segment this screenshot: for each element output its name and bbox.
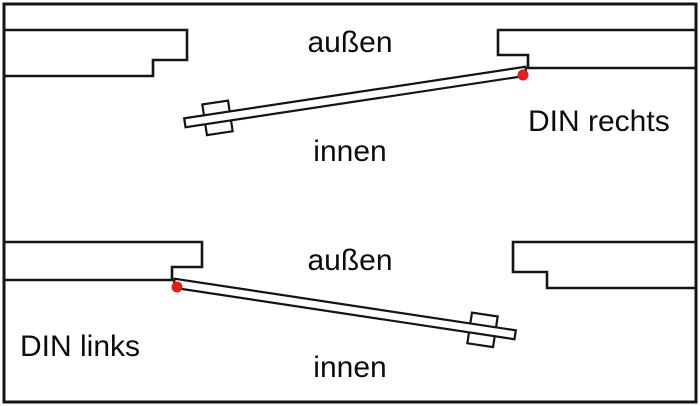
din-rechts-section — [5, 28, 695, 137]
door-leaf — [172, 277, 518, 349]
wall-right — [496, 28, 695, 70]
inside-label-bottom: innen — [313, 351, 386, 384]
inside-label-top: innen — [313, 135, 386, 168]
door-leaf — [182, 65, 528, 137]
din-links-section — [5, 240, 695, 349]
door-panel — [182, 65, 528, 129]
din-links-label: DIN links — [20, 330, 140, 363]
hinge-dot — [171, 281, 183, 293]
din-rechts-label: DIN rechts — [528, 105, 670, 138]
outside-label-top: außen — [307, 26, 392, 59]
hinge-dot — [517, 69, 529, 81]
wall-left — [5, 28, 189, 78]
outside-label-bottom: außen — [307, 244, 392, 277]
door-panel — [172, 277, 518, 341]
wall-right-mirrored — [511, 240, 695, 290]
wall-left-mirrored — [5, 240, 204, 282]
